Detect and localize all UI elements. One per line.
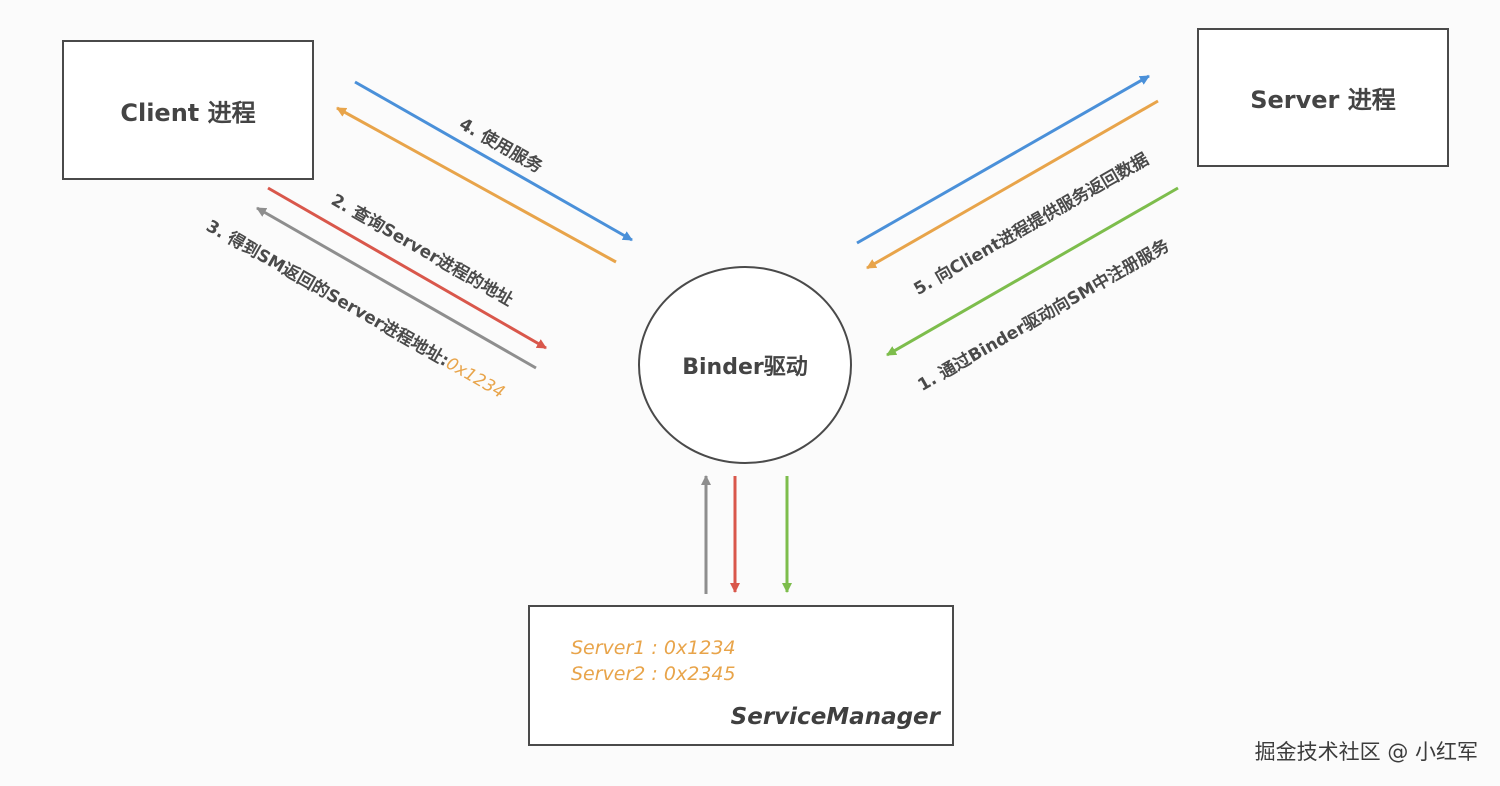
client-process-label: Client 进程 [120, 98, 256, 127]
watermark: 掘金技术社区 @ 小红军 [1254, 740, 1478, 764]
client-process-box: Client 进程 [62, 40, 314, 180]
arrow-step2-client-to-binder [267, 186, 547, 350]
arrow-step4-client-to-binder [354, 80, 633, 242]
arrow-step3-binder-to-client [256, 206, 537, 370]
arrow-step4-binder-to-server [856, 74, 1150, 245]
service-manager-box: Server1 : 0x1234 Server2 : 0x2345 Servic… [528, 605, 954, 746]
server-process-box: Server 进程 [1197, 28, 1449, 167]
arrow-step1-server-to-binder [886, 186, 1179, 357]
service-manager-title: ServiceManager [730, 704, 940, 730]
binder-driver-node: Binder驱动 [638, 266, 852, 464]
sm-registry-entry: Server1 : 0x1234 [571, 637, 736, 659]
arrow-step5-server-to-binder [866, 99, 1159, 270]
arrow-step5-binder-to-client [336, 106, 617, 264]
sm-registry-entry: Server2 : 0x2345 [571, 663, 736, 685]
binder-driver-label: Binder驱动 [682, 355, 808, 380]
server-process-label: Server 进程 [1250, 86, 1396, 114]
